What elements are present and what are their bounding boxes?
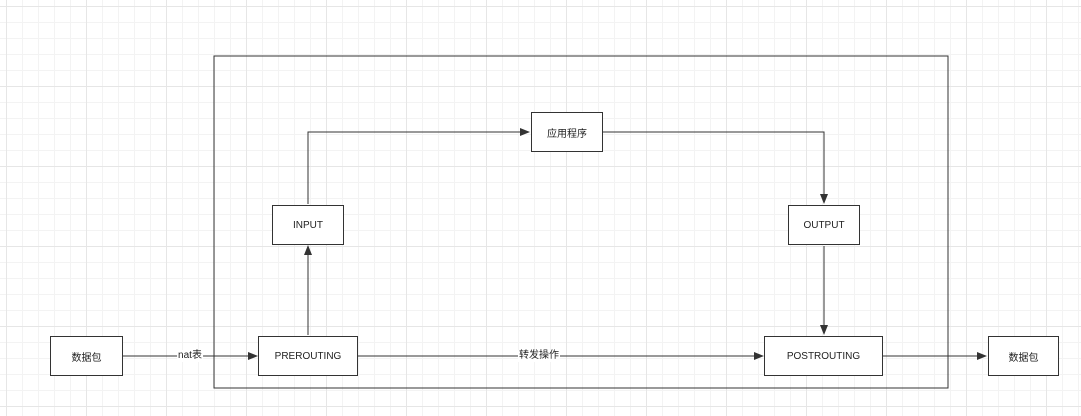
node-packet-out[interactable]: 数据包	[988, 336, 1059, 376]
node-postrouting[interactable]: POSTROUTING	[764, 336, 883, 376]
edge-application-to-output	[603, 131, 828, 204]
edge-input-to-application	[307, 128, 530, 204]
netfilter-container	[213, 55, 949, 389]
node-packet-in[interactable]: 数据包	[50, 336, 123, 376]
node-application[interactable]: 应用程序	[531, 112, 603, 152]
node-output[interactable]: OUTPUT	[788, 205, 860, 245]
node-prerouting[interactable]: PREROUTING	[258, 336, 358, 376]
label-forward-operation: 转发操作	[518, 350, 560, 362]
label-nat-table: nat表	[177, 350, 203, 362]
node-input[interactable]: INPUT	[272, 205, 344, 245]
